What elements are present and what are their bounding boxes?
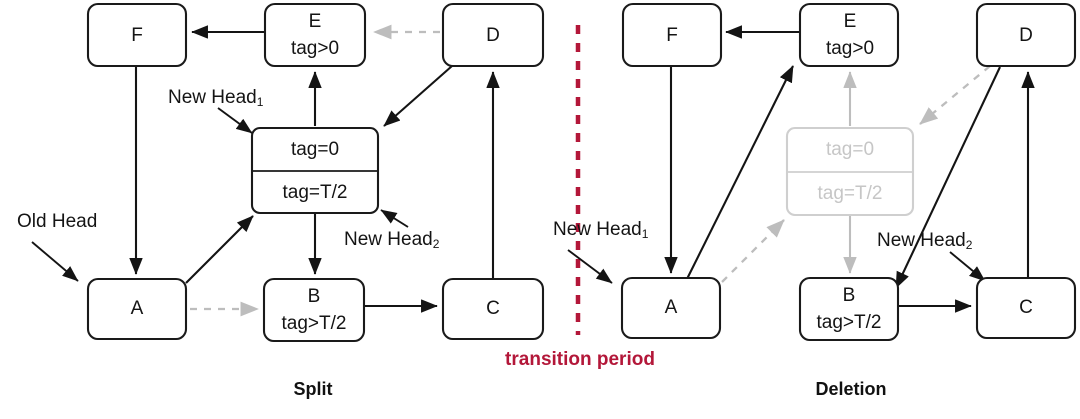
annotation-new-head-1-right: New Head1 [553, 219, 649, 241]
node-b-right[interactable]: B tag>T/2 [798, 276, 900, 342]
node-a-right-label: A [665, 297, 678, 318]
node-e-left-label: E [309, 11, 322, 32]
node-c-right[interactable]: C [975, 276, 1077, 340]
node-split-left[interactable]: tag=0 tag=T/2 [250, 126, 380, 215]
node-c-left-box[interactable] [441, 277, 545, 341]
node-f-right[interactable]: F [621, 2, 723, 68]
node-c-right-label: C [1019, 297, 1033, 318]
node-split-right-ghost[interactable]: tag=0 tag=T/2 [785, 126, 915, 217]
node-b-right-box[interactable] [798, 276, 900, 342]
left-panel-split: F E tag>0 D tag=0 tag=T/2 A B tag>T [17, 2, 545, 399]
node-f-left-label: F [131, 25, 143, 46]
node-f-right-box[interactable] [621, 2, 723, 68]
node-c-left[interactable]: C [441, 277, 545, 341]
node-b-left-label: B [308, 286, 321, 307]
caption-split: Split [294, 379, 333, 399]
leader-new-head-1 [217, 107, 253, 134]
node-d-left-box[interactable] [441, 2, 545, 68]
node-c-right-box[interactable] [975, 276, 1077, 340]
node-e-right-box[interactable] [798, 2, 900, 68]
edge-a-to-split-right-dashed [721, 219, 785, 283]
node-f-right-label: F [666, 25, 678, 46]
node-d-right[interactable]: D [975, 2, 1077, 68]
node-e-right[interactable]: E tag>0 [798, 2, 900, 68]
annotation-new-head-2-right: New Head2 [877, 230, 973, 252]
node-split-right-bottom-label: tag=T/2 [818, 183, 883, 204]
annotation-old-head: Old Head [17, 211, 97, 232]
annotation-new-head-1-left: New Head1 [168, 87, 264, 109]
annotation-new-head-2-left: New Head2 [344, 229, 440, 251]
right-panel-deletion: tag=0 tag=T/2 F E tag>0 D A B tag>T/ [553, 2, 1077, 399]
node-e-right-label: E [844, 11, 857, 32]
node-d-right-box[interactable] [975, 2, 1077, 68]
node-a-left-label: A [131, 298, 144, 319]
divider-label: transition period [505, 349, 655, 370]
edge-d-to-b-right [895, 66, 1001, 289]
node-e-left-box[interactable] [263, 2, 367, 68]
node-b-right-label: B [843, 285, 856, 306]
node-a-right-box[interactable] [620, 276, 722, 340]
node-a-right[interactable]: A [620, 276, 722, 340]
caption-deletion: Deletion [815, 379, 886, 399]
node-e-right-tag: tag>0 [826, 38, 874, 59]
leader-old-head [31, 241, 79, 282]
node-split-left-top-label: tag=0 [291, 139, 339, 160]
edge-a-to-e-right [685, 65, 794, 282]
node-d-right-label: D [1019, 25, 1033, 46]
leader-new-head-2 [380, 209, 409, 228]
node-split-left-bottom-label: tag=T/2 [283, 182, 348, 203]
node-split-right-top-label: tag=0 [826, 139, 874, 160]
edge-d-to-split [383, 65, 453, 127]
node-e-left[interactable]: E tag>0 [263, 2, 367, 68]
node-a-left-box[interactable] [86, 277, 188, 341]
edge-d-to-split-right-dashed [919, 65, 991, 125]
leader-new-head-2-right [949, 251, 986, 282]
node-a-left[interactable]: A [86, 277, 188, 341]
node-b-left-box[interactable] [262, 277, 366, 343]
node-d-left-label: D [486, 25, 500, 46]
node-e-left-tag: tag>0 [291, 38, 339, 59]
node-f-left-box[interactable] [86, 2, 188, 68]
node-c-left-label: C [486, 298, 500, 319]
node-b-right-tag: tag>T/2 [817, 312, 882, 333]
transition-divider: transition period [505, 25, 655, 370]
leader-new-head-1-right [567, 249, 613, 284]
node-f-left[interactable]: F [86, 2, 188, 68]
edge-a-to-split [185, 215, 254, 284]
node-b-left-tag: tag>T/2 [282, 313, 347, 334]
node-b-left[interactable]: B tag>T/2 [262, 277, 366, 343]
node-d-left[interactable]: D [441, 2, 545, 68]
